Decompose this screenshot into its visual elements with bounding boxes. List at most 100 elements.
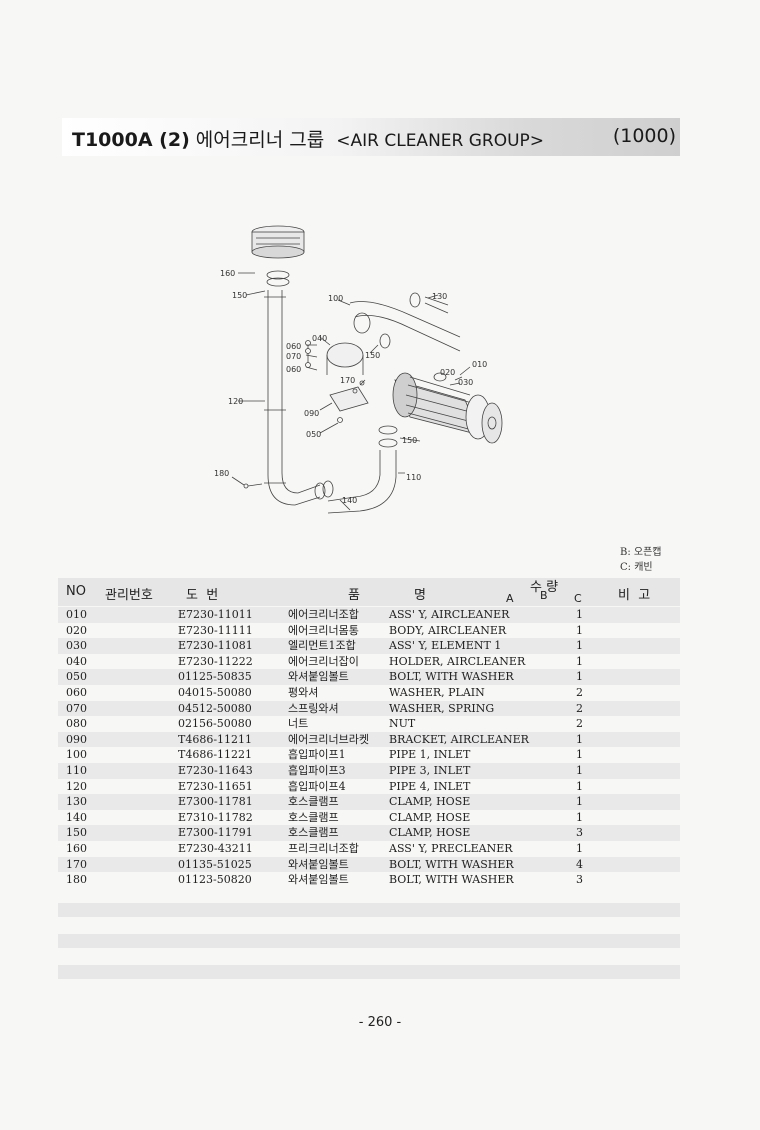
part-number: E7310-11782 — [178, 810, 253, 824]
part-name-en: CLAMP, HOSE — [389, 810, 471, 824]
legend-c: C: 캐빈 — [620, 562, 653, 573]
table-row: 090 T4686-11211 에어크리너브라켓 BRACKET, AIRCLEANE… — [58, 731, 680, 748]
part-qty: 1 — [576, 810, 583, 824]
part-number: E7230-11081 — [178, 639, 253, 653]
callout-170: 170 — [340, 376, 355, 385]
part-qty: 2 — [576, 717, 583, 731]
title-korean: 에어크리너 그룹 — [195, 129, 325, 151]
part-qty: 1 — [576, 639, 583, 653]
part-name-en: BRACKET, AIRCLEANER — [389, 732, 529, 746]
part-name-en: BOLT, WITH WASHER — [389, 670, 514, 684]
part-no: 030 — [66, 639, 87, 653]
part-qty: 3 — [576, 826, 583, 840]
part-name-en: WASHER, SPRING — [389, 701, 495, 715]
part-qty: 1 — [576, 841, 583, 855]
part-name-kr: 흡입파이프3 — [288, 763, 346, 777]
part-name-kr: 너트 — [288, 717, 309, 731]
part-name-en: HOLDER, AIRCLEANER — [389, 654, 526, 668]
part-qty: 1 — [576, 608, 583, 621]
col-name: 품 — [348, 588, 360, 603]
part-name-en: BOLT, WITH WASHER — [389, 857, 514, 871]
part-no: 140 — [66, 810, 87, 824]
part-no: 090 — [66, 732, 87, 746]
part-name-kr: 에어크리너브라켓 — [288, 732, 369, 746]
part-name-kr: 평와셔 — [288, 685, 319, 699]
part-no: 040 — [66, 654, 87, 668]
part-no: 130 — [66, 795, 87, 809]
part-number: 01123-50820 — [178, 873, 252, 887]
part-qty: 1 — [576, 779, 583, 793]
part-no: 170 — [66, 857, 87, 871]
col-qty-b: B — [540, 589, 548, 602]
part-number: E7230-11111 — [178, 623, 253, 637]
page-number: - 260 - — [358, 1015, 402, 1030]
part-qty: 1 — [576, 763, 583, 777]
part-name-kr: 엘리먼트1조합 — [288, 639, 356, 653]
part-name-kr: 흡입파이프1 — [288, 748, 346, 762]
part-number: E7230-11222 — [178, 654, 253, 668]
model-code: T1000A (2) — [72, 129, 190, 151]
part-no: 070 — [66, 701, 87, 715]
parts-table-header: NO 관리번호 도 번 품 명 수 량 A B C 비 고 — [58, 578, 680, 606]
callout-150-mid: 150 — [365, 351, 380, 360]
callout-150-top: 150 — [232, 291, 247, 300]
part-number: E7230-11011 — [178, 608, 253, 621]
part-name-en: PIPE 3, INLET — [389, 763, 471, 777]
legend-b: B: 오픈캡 — [620, 547, 662, 558]
part-number: E7300-11781 — [178, 795, 253, 809]
header-bar — [62, 118, 680, 156]
col-drawing: 도 번 — [186, 588, 219, 603]
table-row: 030 E7230-11081 엘리먼트1조합 ASS' Y, ELEMENT 1 1 — [58, 638, 680, 654]
part-no: 080 — [66, 717, 87, 731]
callout-140: 140 — [342, 496, 357, 505]
part-name-kr: 호스클램프 — [288, 795, 339, 809]
callout-040: 040 — [312, 334, 327, 343]
blank-row — [58, 934, 680, 948]
part-number: 01135-51025 — [178, 857, 252, 871]
part-name-en: ASS' Y, ELEMENT 1 — [389, 639, 502, 653]
blank-row — [58, 903, 680, 917]
part-number: 04015-50080 — [178, 685, 252, 699]
page-title: T1000A (2) 에어크리너 그룹 <AIR CLEANER GROUP> — [72, 125, 544, 152]
callout-120: 120 — [228, 397, 243, 406]
part-number: T4686-11221 — [178, 748, 253, 762]
callout-020: 020 — [440, 368, 455, 377]
part-no: 160 — [66, 841, 87, 855]
col-name2: 명 — [414, 588, 426, 603]
table-row: 080 02156-50080 너트 NUT 2 — [58, 716, 680, 732]
part-number: 02156-50080 — [178, 717, 252, 731]
part-name-en: CLAMP, HOSE — [389, 826, 471, 840]
part-name-en: NUT — [389, 717, 416, 731]
callout-060-upper: 060 — [286, 342, 301, 351]
col-qty-c: C — [574, 592, 582, 605]
part-no: 120 — [66, 779, 87, 793]
part-no: 050 — [66, 670, 87, 684]
part-number: E7230-11643 — [178, 763, 253, 777]
part-name-en: ASS' Y, PRECLEANER — [389, 841, 513, 855]
part-name-kr: 와셔붙임볼트 — [288, 857, 349, 871]
part-number: T4686-11211 — [178, 732, 253, 746]
part-no: 110 — [66, 763, 87, 777]
col-qty-a: A — [506, 592, 514, 605]
callout-030: 030 — [458, 378, 473, 387]
part-name-kr: 흡입파이프4 — [288, 779, 346, 793]
part-qty: 1 — [576, 623, 583, 637]
part-no: 150 — [66, 826, 87, 840]
part-qty: 3 — [576, 873, 583, 887]
callout-150-low: 150 — [402, 436, 417, 445]
part-name-kr: 호스클램프 — [288, 810, 339, 824]
callout-130: 130 — [432, 292, 447, 301]
group-code: (1000) — [612, 125, 676, 147]
table-row: 110 E7230-11643 흡입파이프3 PIPE 3, INLET 1 — [58, 762, 680, 779]
part-qty: 1 — [576, 795, 583, 809]
